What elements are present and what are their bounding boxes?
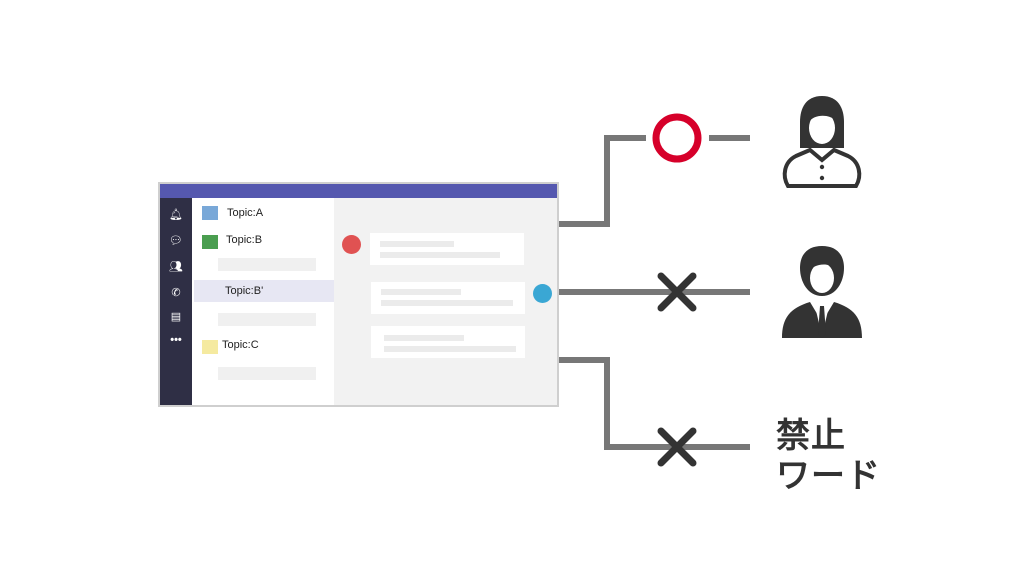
woman-user-icon — [782, 96, 862, 188]
user-avatar-icon — [342, 235, 361, 254]
more-icon[interactable]: ••• — [170, 334, 182, 346]
chat-area — [334, 198, 557, 405]
chat-app-window: 🔔︎ 💬︎ 👥︎ ✆ ▤ ••• Topic:A Topic:B Topic:B… — [158, 182, 559, 407]
topic-color-swatch — [202, 206, 218, 220]
banned-word-label: 禁止 — [776, 417, 846, 455]
man-user-icon — [782, 246, 862, 338]
connector-word — [557, 357, 750, 450]
calls-icon[interactable]: ✆ — [171, 287, 181, 299]
app-sidebar: 🔔︎ 💬︎ 👥︎ ✆ ▤ ••• — [160, 198, 192, 405]
banned-word-label: ワード — [776, 457, 881, 495]
placeholder-item — [218, 258, 316, 271]
topic-item[interactable]: Topic:B' — [225, 285, 264, 297]
topic-list: Topic:A Topic:B Topic:B' Topic:C — [192, 198, 334, 405]
placeholder-item — [218, 367, 316, 380]
files-icon[interactable]: ▤ — [170, 311, 182, 323]
topic-item[interactable]: Topic:A — [227, 207, 264, 219]
topic-item[interactable]: Topic:B — [226, 234, 263, 246]
allowed-circle-icon — [652, 113, 702, 163]
message-bubble — [371, 282, 525, 314]
topic-item[interactable]: Topic:C — [222, 339, 259, 351]
connector-allowed — [557, 135, 646, 227]
user-avatar-icon — [533, 284, 552, 303]
message-bubble — [370, 233, 524, 265]
teams-icon[interactable]: 👥︎ — [169, 261, 183, 273]
placeholder-item — [218, 313, 316, 326]
topic-item-selected[interactable] — [194, 280, 334, 302]
chat-icon[interactable]: 💬︎ — [169, 235, 183, 247]
topic-color-swatch — [202, 340, 218, 354]
title-bar — [160, 184, 557, 198]
bell-icon[interactable]: 🔔︎ — [169, 209, 183, 221]
blocked-x-icon — [657, 272, 697, 312]
message-bubble — [371, 326, 525, 358]
blocked-x-icon — [657, 427, 697, 467]
topic-color-swatch — [202, 235, 218, 249]
